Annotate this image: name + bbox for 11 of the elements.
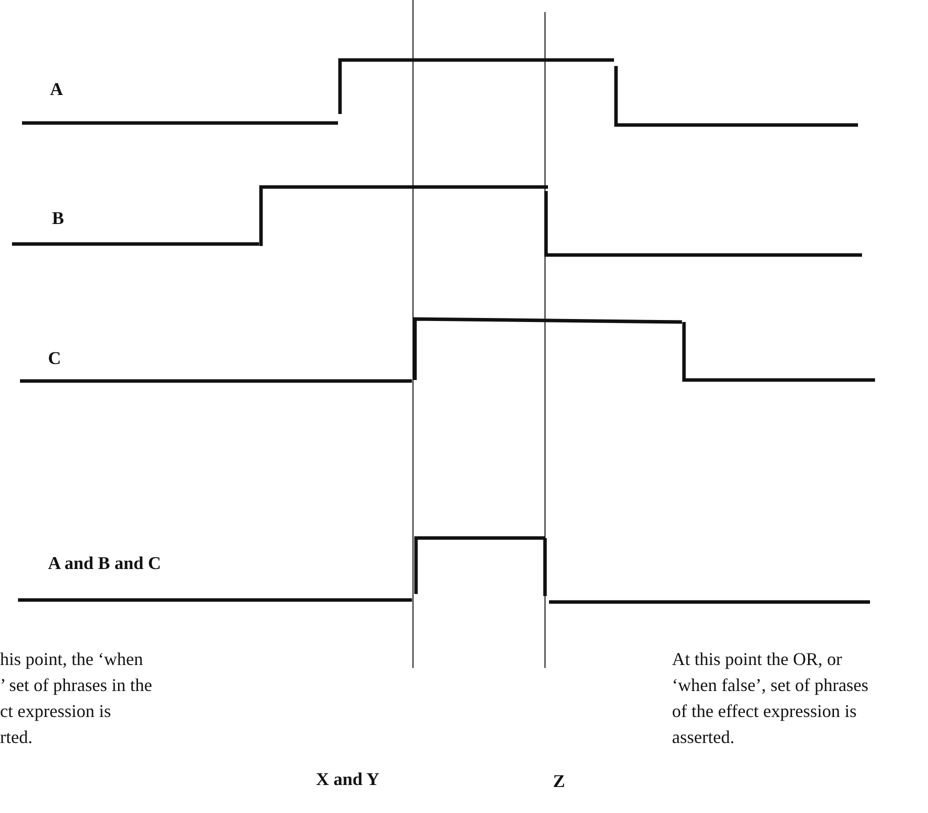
signal-label: C	[48, 347, 61, 370]
signal-label: A	[50, 78, 63, 101]
point-label: X and Y	[316, 768, 380, 791]
note-text: his point, the ‘when	[0, 648, 143, 671]
note-text: At this point the OR, or ‘when false’, set of phrases of the effect expression is asserted.	[672, 648, 870, 749]
note-text: rted.	[0, 726, 32, 749]
note-text: ct expression is	[0, 700, 111, 723]
signal-label: B	[52, 207, 64, 230]
note-text: ’ set of phrases in the	[0, 674, 152, 697]
signal-label: A and B and C	[48, 552, 162, 575]
point-label: Z	[553, 770, 566, 793]
